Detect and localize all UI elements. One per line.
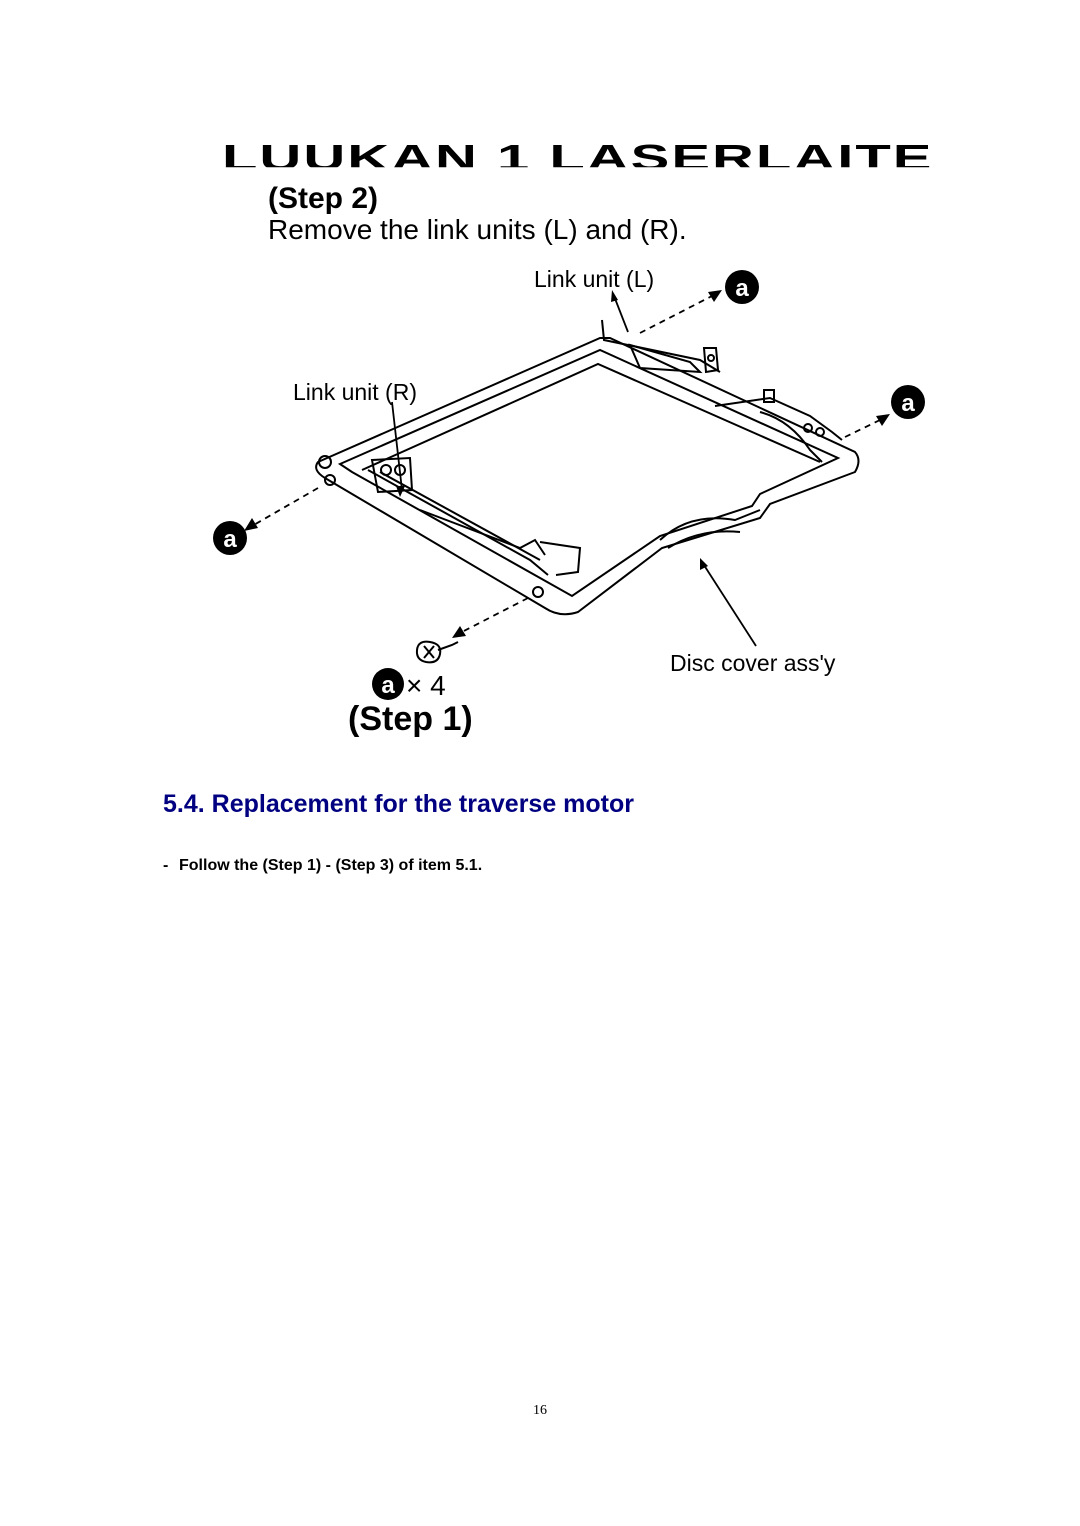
step1-title: (Step 1) (348, 700, 473, 738)
figure-watermark-text: LUUKAN 1 LASERLAITE (222, 140, 934, 168)
marker-a-right: a (901, 390, 915, 417)
bullet-dash: - (163, 857, 169, 874)
section-heading: 5.4. Replacement for the traverse motor (163, 790, 634, 818)
screw-marker-icon (213, 270, 925, 700)
marker-a-link-l: a (735, 275, 749, 302)
label-disc-cover: Disc cover ass'y (670, 650, 836, 676)
screw-count: × 4 (406, 670, 446, 701)
bullet-text: Follow the (Step 1) - (Step 3) of item 5… (179, 857, 483, 874)
marker-a-screw: a (381, 672, 395, 699)
step2-title: (Step 2) (268, 182, 379, 215)
page-number: 16 (533, 1403, 547, 1418)
marker-a-left: a (223, 526, 237, 553)
bullet-item: -Follow the (Step 1) - (Step 3) of item … (163, 857, 482, 875)
label-link-unit-l: Link unit (L) (534, 266, 655, 292)
disc-cover-illustration: a a a a (213, 270, 925, 700)
step2-instruction: Remove the link units (L) and (R). (268, 214, 687, 245)
label-link-unit-r: Link unit (R) (293, 379, 417, 405)
